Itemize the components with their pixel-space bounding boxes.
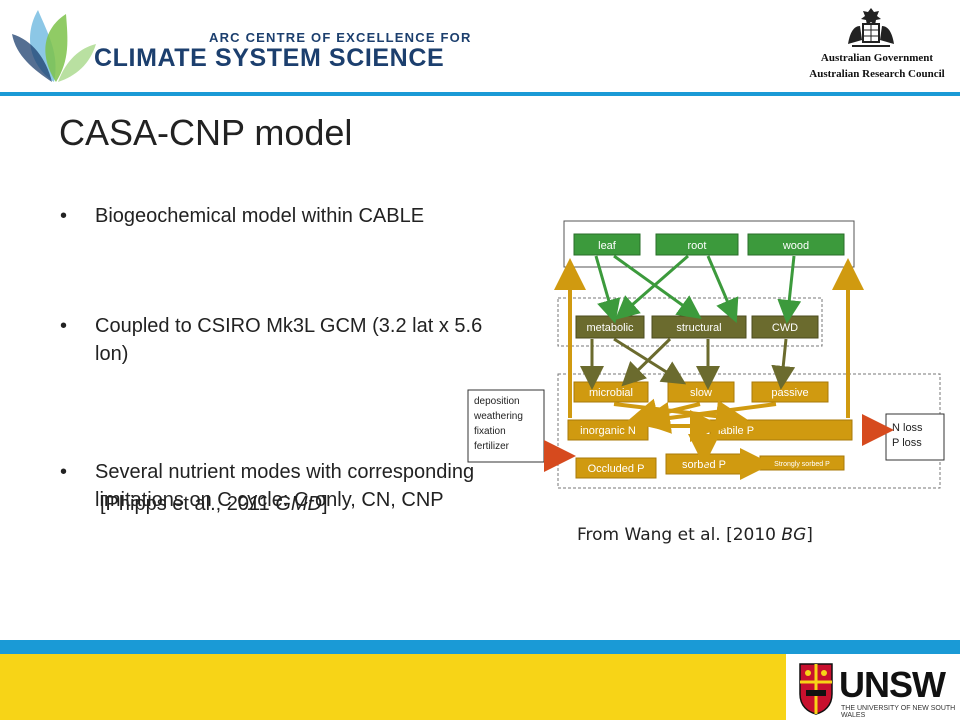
outputs-line: P loss [892,437,922,449]
structural-label: structural [676,322,721,334]
bullet-glyph: • [60,315,68,337]
unsw-subtitle: THE UNIVERSITY OF NEW SOUTH WALES [841,705,956,719]
inputs-box [467,389,545,463]
inputs-line: fertilizer [474,441,510,452]
australian-government-label: Australian Government [820,52,934,64]
bullet-text: Coupled to CSIRO Mk3L GCM (3.2 lat x 5.6… [95,315,483,365]
wood-label: wood [782,240,809,252]
slow-label: slow [690,387,712,399]
flow-arrow [614,254,689,320]
flow-arrow [771,338,796,390]
header-bar: ARC CENTRE OF EXCELLENCE FOR CLIMATE SYS… [0,0,960,92]
plant-pool-frame [563,220,855,268]
flow-arrow [613,254,702,319]
inputs-line: weathering [473,411,523,422]
flow-arrow [621,337,672,387]
coat-of-arms-icon [848,8,894,47]
citation-suffix: ] [321,493,328,515]
occluded-p-box [575,457,657,479]
root-box [655,233,739,256]
microbial-label: microbial [589,387,633,399]
caption-suffix: ] [806,525,813,545]
australian-research-council-label: Australian Research Council [809,68,945,80]
bullet-item: • Several nutrient modes with correspond… [60,458,495,514]
figure-caption: From Wang et al. [2010 BG] [577,525,813,545]
strongly-sorbed-p-label: Strongly sorbed P [774,461,830,468]
leaf-box [573,233,641,256]
flow-arrow [594,255,621,324]
root-label: root [688,240,707,252]
inputs-line: fixation [474,426,506,437]
soil-pool-frame [557,373,941,489]
header-divider [0,92,960,96]
bullet-text: Biogeochemical model within CABLE [95,205,425,227]
slide-title: CASA-CNP model [59,112,353,153]
citation-prefix: [Phipps et al., 2011 [100,493,276,515]
occluded-p-label: Occluded P [588,463,645,475]
arc-climate-system-science: CLIMATE SYSTEM SCIENCE [94,44,445,72]
inputs-line: deposition [474,396,520,407]
bullet-text: Several nutrient modes with correspondin… [95,461,475,511]
flow-arrow [777,255,802,324]
citation: [Phipps et al., 2011 GMD] [100,490,328,518]
leaf-label: leaf [598,240,617,252]
outputs-line: N loss [892,422,923,434]
passive-label: passive [771,387,808,399]
arc-centre-line: ARC CENTRE OF EXCELLENCE FOR [209,30,472,45]
metabolic-label: metabolic [586,322,634,334]
caption-journal: BG [781,525,807,545]
flow-arrow [706,255,739,324]
unsw-wordmark: UNSW [839,664,946,705]
cwd-label: CWD [772,322,798,334]
footer-divider [0,640,960,654]
citation-journal: GMD [275,493,322,515]
inorganic-n-label: inorganic N [580,425,636,437]
unsw-crest-icon [799,663,833,715]
casa-cnp-diagram: leaf root wood metabolic structural CWD … [467,220,945,489]
bullet-item: • Biogeochemical model within CABLE [60,202,495,230]
arc-leaf-logo-icon [12,10,96,82]
sorbed-p-label: sorbed P [682,459,726,471]
outputs-box [885,413,945,461]
caption-prefix: From Wang et al. [2010 [577,525,782,545]
flow-arrow [613,337,687,385]
bullet-glyph: • [60,461,68,483]
bullet-item: • Coupled to CSIRO Mk3L GCM (3.2 lat x 5… [60,312,495,515]
bullet-glyph: • [60,205,68,227]
wood-box [747,233,845,256]
labile-p-label: labile P [718,425,754,437]
